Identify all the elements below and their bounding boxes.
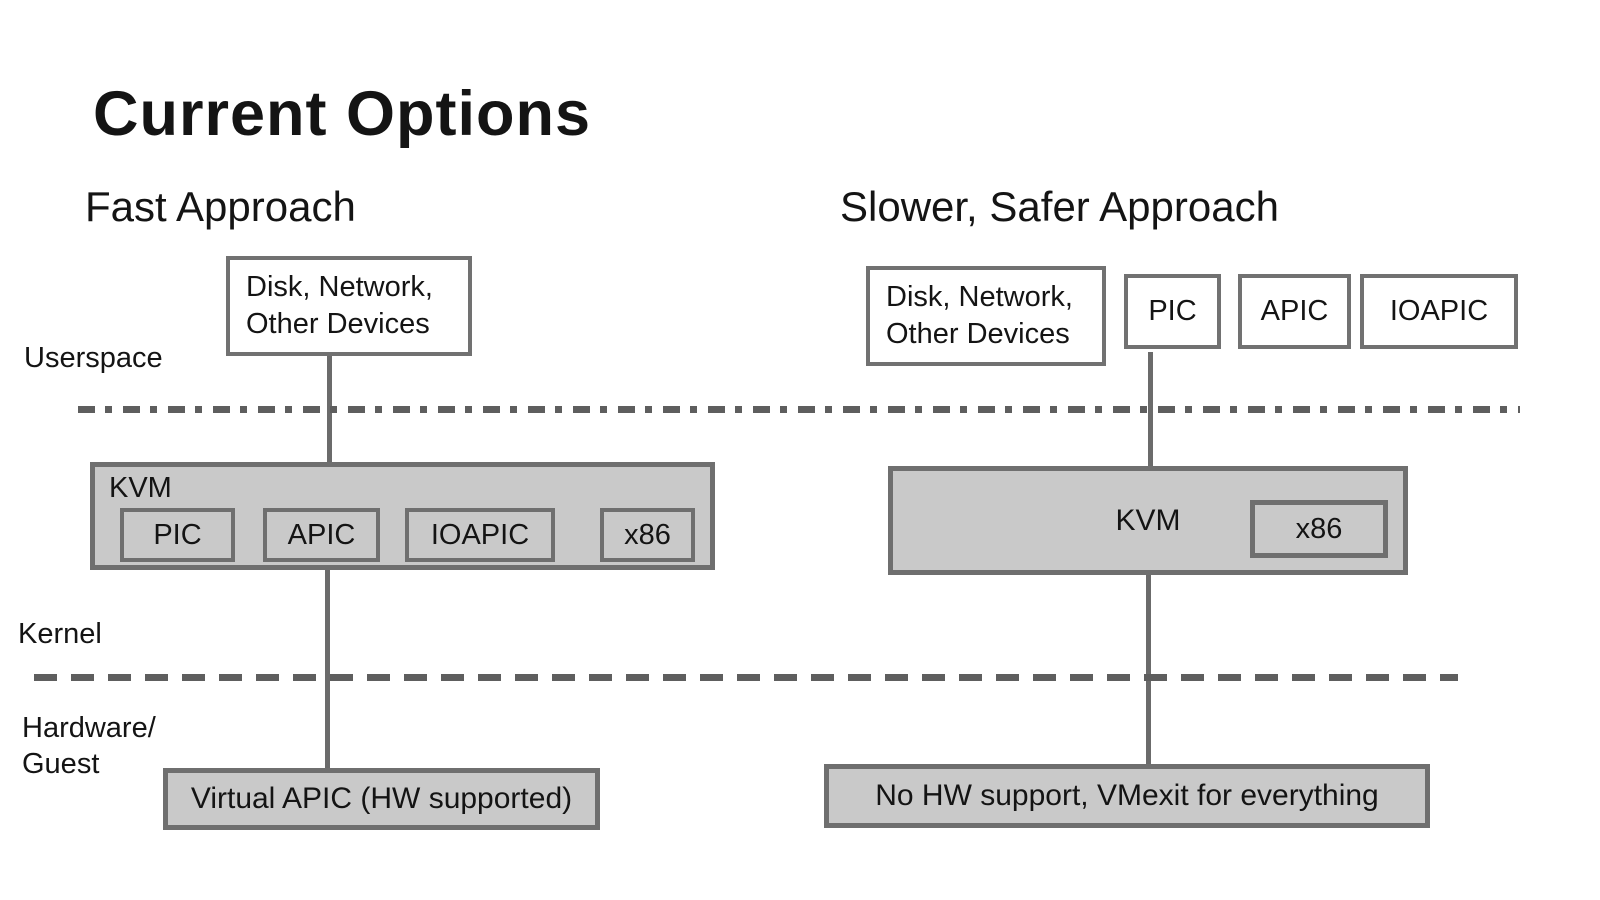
connector-fast-apic-to-virtual-apic bbox=[325, 568, 330, 774]
slower-kvm-label: KVM bbox=[1115, 503, 1181, 537]
fast-devices-box-line2: Other Devices bbox=[246, 308, 430, 340]
page-title: Current Options bbox=[93, 79, 591, 149]
fast-approach-heading: Fast Approach bbox=[85, 183, 356, 230]
fast-kvm-pic-box: PIC bbox=[120, 508, 235, 562]
fast-kvm-ioapic-box: IOAPIC bbox=[405, 508, 555, 562]
slower-kvm-x86-box: x86 bbox=[1250, 500, 1388, 558]
slower-userspace-pic-box: PIC bbox=[1124, 274, 1221, 349]
fast-kvm-x86-box: x86 bbox=[600, 508, 695, 562]
connector-slower-kvm-to-hw-box bbox=[1146, 573, 1151, 769]
slower-hardware-box: No HW support, VMexit for everything bbox=[824, 764, 1430, 828]
layer-label-userspace: Userspace bbox=[24, 342, 163, 374]
slower-devices-box-line2: Other Devices bbox=[886, 318, 1070, 350]
userspace-kernel-divider bbox=[78, 406, 1520, 413]
slower-userspace-apic-box: APIC bbox=[1238, 274, 1351, 349]
layer-label-hardware-guest: Hardware/ Guest bbox=[22, 710, 156, 783]
fast-kvm-label: KVM bbox=[109, 472, 172, 504]
slower-kvm-box: KVM x86 bbox=[888, 466, 1408, 575]
fast-kvm-box: KVM PIC APIC IOAPIC x86 bbox=[90, 462, 715, 570]
fast-devices-box: Disk, Network, Other Devices bbox=[226, 256, 472, 356]
slower-devices-box-line1: Disk, Network, bbox=[886, 281, 1073, 314]
slower-devices-box: Disk, Network, Other Devices bbox=[866, 266, 1106, 366]
slower-approach-heading: Slower, Safer Approach bbox=[840, 183, 1279, 230]
fast-hardware-box: Virtual APIC (HW supported) bbox=[163, 768, 600, 830]
slower-userspace-ioapic-box: IOAPIC bbox=[1360, 274, 1518, 349]
layer-label-hardware-line2: Guest bbox=[22, 748, 100, 781]
layer-label-kernel: Kernel bbox=[18, 618, 102, 650]
fast-devices-box-line1: Disk, Network, bbox=[246, 271, 433, 304]
layer-label-hardware-line1: Hardware/ bbox=[22, 712, 156, 744]
fast-kvm-apic-box: APIC bbox=[263, 508, 380, 562]
kernel-hardware-divider bbox=[34, 674, 1458, 681]
